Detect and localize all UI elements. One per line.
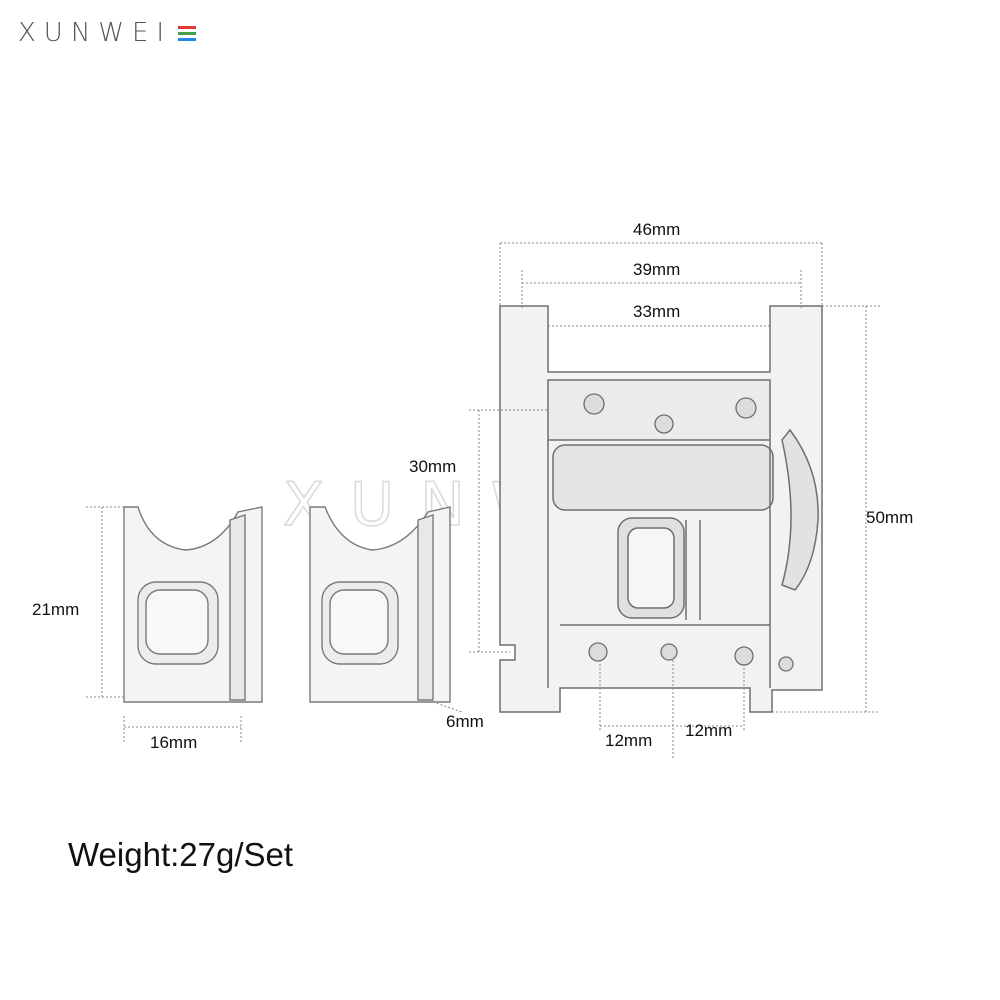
brand-logo: XUNWEI bbox=[18, 18, 173, 48]
dim-50mm: 50mm bbox=[866, 508, 914, 527]
dim-39mm: 39mm bbox=[633, 260, 681, 279]
dim-6mm: 6mm bbox=[446, 712, 484, 731]
dim-21mm: 21mm bbox=[32, 600, 80, 619]
screw-holes bbox=[583, 393, 794, 672]
dimension-lines bbox=[86, 242, 880, 760]
dim-33mm: 33mm bbox=[633, 302, 681, 321]
dim-12mm-left: 12mm bbox=[605, 731, 653, 750]
dim-30mm: 30mm bbox=[409, 457, 457, 476]
dim-46mm: 46mm bbox=[633, 220, 681, 239]
brand-logo-text: XUNWEI bbox=[18, 18, 173, 48]
weight-label: Weight:27g/Set bbox=[68, 836, 294, 873]
small-block-left bbox=[123, 506, 263, 703]
small-block-right bbox=[309, 506, 451, 703]
dim-12mm-right: 12mm bbox=[685, 721, 733, 740]
brand-logo-stripes bbox=[178, 26, 196, 41]
dim-16mm: 16mm bbox=[150, 733, 198, 752]
